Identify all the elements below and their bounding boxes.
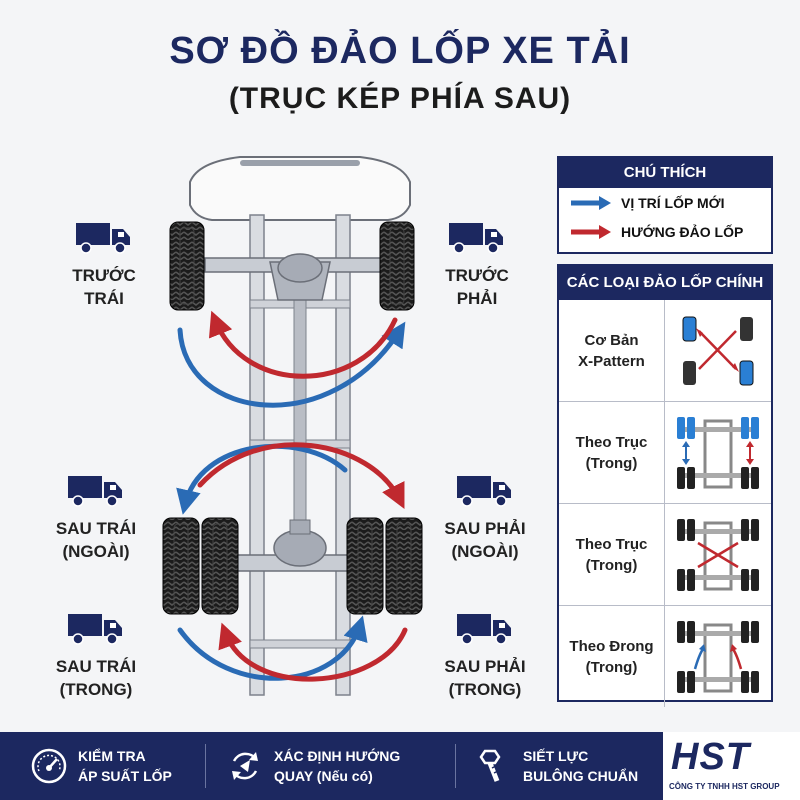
- truck-cab: [189, 156, 411, 221]
- page-title: SƠ ĐỒ ĐẢO LỐP XE TẢI: [169, 30, 631, 72]
- chassis-rail-left: [249, 214, 265, 696]
- curve-inner-icon: [677, 620, 759, 693]
- label-rear-left-inner: SAU TRÁI (TRONG): [55, 657, 137, 699]
- x-pattern-icon: [682, 316, 754, 385]
- gauge-icon: [31, 748, 67, 784]
- rotation-icon: [232, 752, 258, 780]
- page-subtitle: (TRỤC KÉP PHÍA SAU): [228, 82, 572, 115]
- legend-title: CHÚ THÍCH: [559, 158, 771, 188]
- arrow-front-blue: [177, 321, 406, 408]
- label-rear-right-inner: SAU PHẢI (TRONG): [444, 657, 526, 699]
- legend-panel: CHÚ THÍCH VỊ TRÍ LỐP MỚI HƯỚNG ĐẢO LỐP: [557, 156, 773, 254]
- legend-item-rotation-direction: HƯỚNG ĐẢO LỐP: [559, 217, 771, 246]
- arrow-mid-red: [197, 442, 405, 509]
- rotation-type-row: Theo Trục(Trong): [559, 401, 771, 503]
- driveshaft: [293, 279, 307, 541]
- axle-inner-icon: [677, 416, 759, 489]
- tire-rear-left-outer: [162, 517, 200, 615]
- truck-icon: [449, 223, 503, 254]
- tire-rear-right-outer: [385, 517, 423, 615]
- truck-icon: [457, 476, 511, 507]
- tire-front-right: [379, 221, 415, 311]
- blue-arrow-icon: [571, 195, 611, 210]
- arrow-bottom-red: [218, 622, 408, 682]
- tire-front-left: [169, 221, 205, 311]
- arrow-front-red: [208, 310, 398, 379]
- truck-icon: [76, 223, 130, 254]
- tire-rear-left-inner: [201, 517, 239, 615]
- red-arrow-icon: [571, 224, 611, 239]
- truck-icon: [68, 476, 122, 507]
- arrow-mid-blue: [176, 443, 348, 515]
- label-rear-right-outer: SAU PHẢI (NGOÀI): [444, 519, 526, 561]
- tire-rear-right-inner: [346, 517, 384, 615]
- label-rear-left-outer: SAU TRÁI (NGOÀI): [55, 519, 137, 561]
- truck-icon: [457, 614, 511, 645]
- rotation-type-row: Theo Đrong(Trong): [559, 605, 771, 707]
- label-front-right: TRƯỚC PHẢI: [445, 266, 509, 308]
- axle-cross-icon: [677, 518, 759, 591]
- truck-icon: [68, 614, 122, 645]
- rotation-types-title: CÁC LOẠI ĐẢO LỐP CHÍNH: [559, 266, 771, 300]
- cab-window: [240, 160, 360, 166]
- company-logo: HST CÔNG TY TNHH HST GROUP: [663, 732, 800, 800]
- legend-item-new-position: VỊ TRÍ LỐP MỚI: [559, 188, 771, 217]
- label-front-left: TRƯỚC TRÁI: [72, 266, 136, 308]
- rotation-type-row: Theo Trục(Trong): [559, 503, 771, 605]
- bolt-icon: [479, 749, 501, 782]
